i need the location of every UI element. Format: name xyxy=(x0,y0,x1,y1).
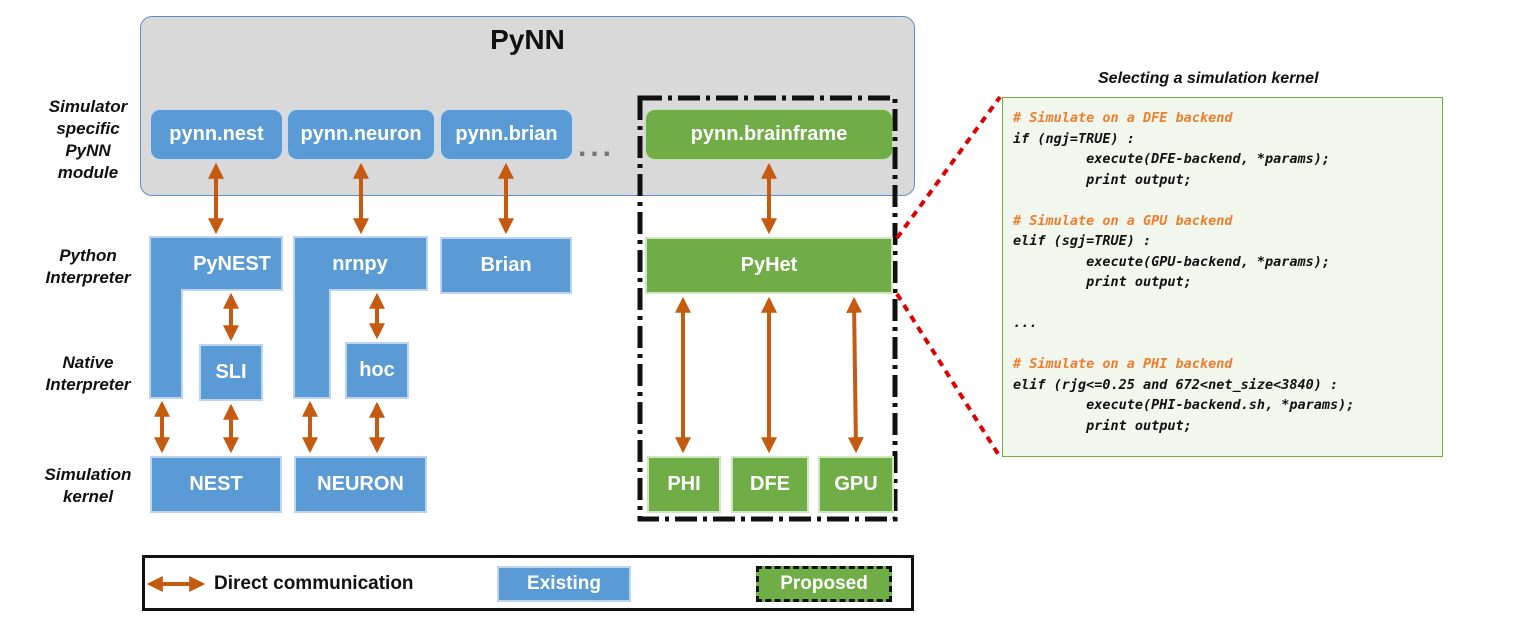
code-line: elif (sgj=TRUE) : xyxy=(1013,233,1152,249)
legend-arrow-icon xyxy=(146,576,206,592)
code-line xyxy=(1013,293,1432,314)
code-line: execute(GPU-backend, *params); xyxy=(1013,253,1330,270)
row-label-native-interpreter: Native Interpreter xyxy=(45,353,131,394)
code-comment-line: # Simulate on a GPU backend xyxy=(1013,212,1233,229)
module-pynn-brian: pynn.brian xyxy=(440,109,573,160)
zoom-line-top xyxy=(895,95,1002,240)
code-lines: # Simulate on a DFE backend if (ngj=TRUE)… xyxy=(1013,108,1432,436)
legend-existing-box: Existing xyxy=(497,566,631,602)
code-line: print output; xyxy=(1013,274,1192,290)
pynn-container xyxy=(140,16,915,196)
code-panel-title: Selecting a simulation kernel xyxy=(1098,70,1319,87)
legend-proposed-box: Proposed xyxy=(756,566,892,602)
code-line: execute(DFE-backend, *params); xyxy=(1013,151,1330,167)
code-panel: # Simulate on a DFE backend if (ngj=TRUE)… xyxy=(1002,97,1443,457)
nrnpy-shape xyxy=(293,236,428,399)
kernel-nest-box: NEST xyxy=(150,456,282,513)
code-line xyxy=(1013,334,1432,355)
module-pynn-brainframe: pynn.brainframe xyxy=(645,109,893,160)
code-line: ... xyxy=(1013,315,1038,331)
module-pynn-nest: pynn.nest xyxy=(150,109,283,160)
code-line xyxy=(1013,190,1432,211)
pynest-label: PyNEST xyxy=(193,253,271,275)
brian-box: Brian xyxy=(440,237,572,294)
row-label-simulator-module: Simulator specific PyNN module xyxy=(48,97,128,182)
module-pynn-neuron: pynn.neuron xyxy=(287,109,435,160)
row-label-python-interpreter: Python Interpreter xyxy=(45,246,131,287)
code-line: print output; xyxy=(1013,417,1192,434)
code-line: if (ngj=TRUE) : xyxy=(1013,130,1135,147)
code-comment-line: # Simulate on a PHI backend xyxy=(1013,356,1233,372)
arrow-pyhet-gpu xyxy=(846,296,864,454)
hoc-box: hoc xyxy=(345,342,409,399)
row-label-simulation-kernel: Simulation kernel xyxy=(44,465,132,506)
code-comment-line: # Simulate on a DFE backend xyxy=(1013,110,1233,126)
nrnpy-label: nrnpy xyxy=(332,253,388,275)
code-line: elif (rjg<=0.25 and 672<net_size<3840) : xyxy=(1013,376,1339,393)
sli-box: SLI xyxy=(199,344,263,401)
kernel-dfe-box: DFE xyxy=(731,456,809,513)
module-ellipsis: ... xyxy=(578,130,616,163)
kernel-gpu-box: GPU xyxy=(818,456,894,513)
kernel-phi-box: PHI xyxy=(647,456,721,513)
pyhet-box: PyHet xyxy=(645,237,893,294)
legend-direct-label: Direct communication xyxy=(214,573,414,594)
kernel-neuron-box: NEURON xyxy=(294,456,427,513)
pynn-title: PyNN xyxy=(490,24,565,55)
legend xyxy=(142,555,914,611)
code-line: execute(PHI-backend.sh, *params); xyxy=(1013,397,1355,413)
code-line: print output; xyxy=(1013,171,1192,188)
pynest-shape xyxy=(149,236,283,399)
zoom-line-bottom xyxy=(895,292,1002,459)
